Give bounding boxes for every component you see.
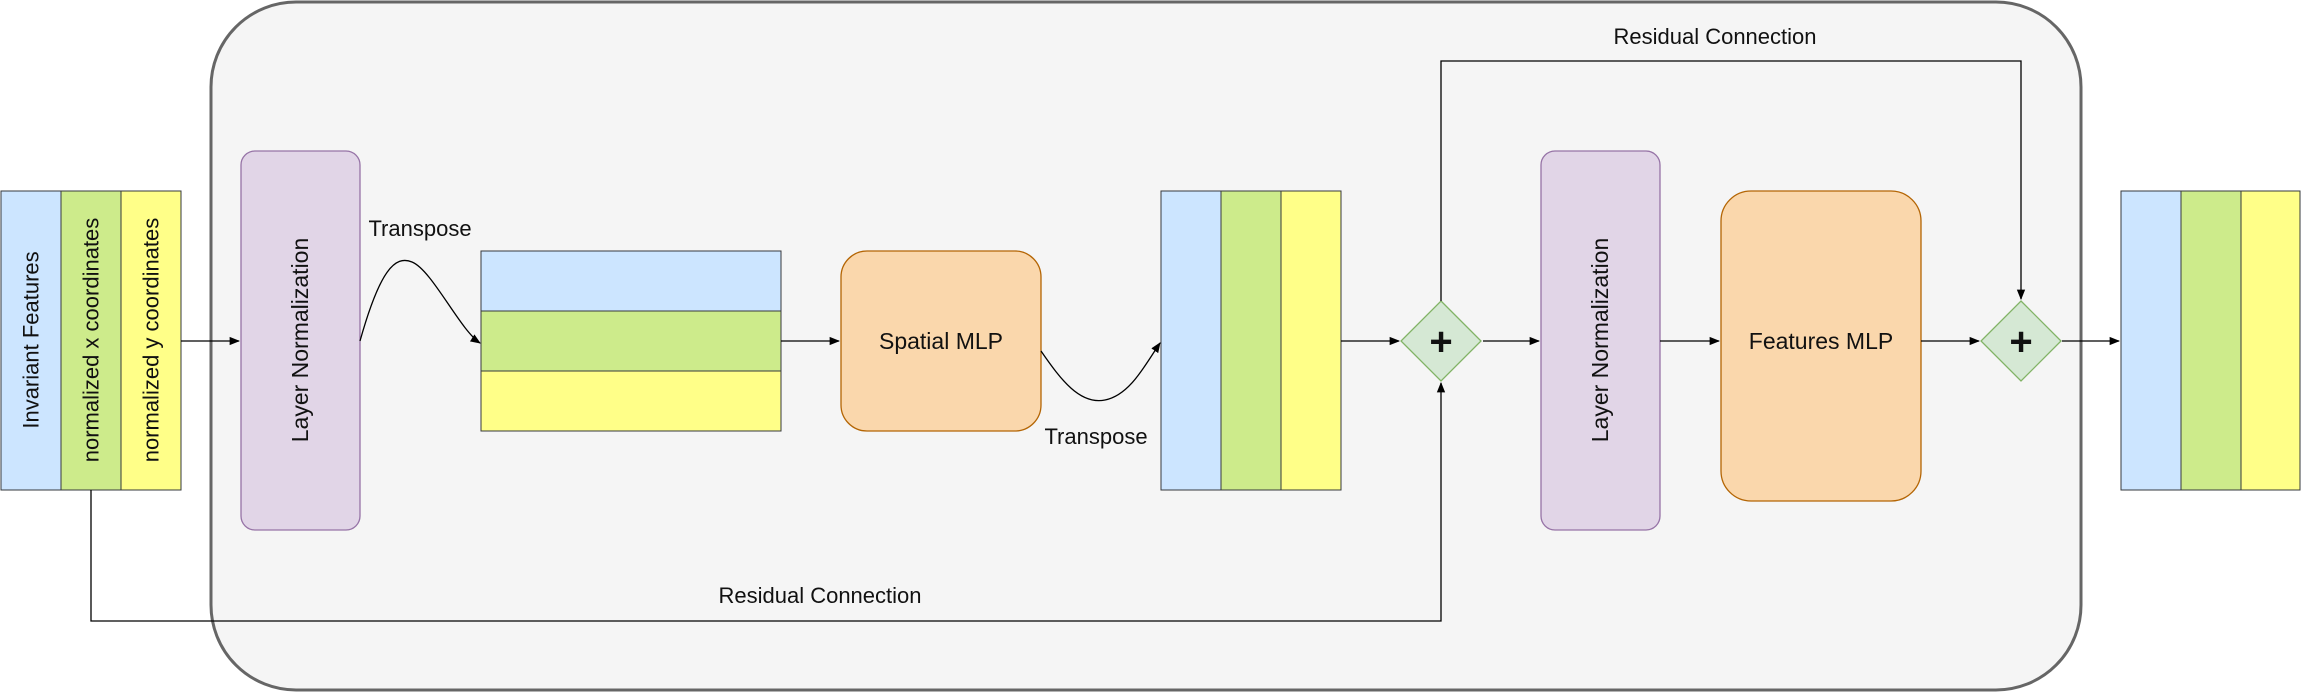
transposed-block bbox=[480, 250, 782, 432]
add-node-2-symbol: + bbox=[2009, 320, 2032, 364]
output-block bbox=[2120, 190, 2301, 491]
transpose-1-curve bbox=[359, 259, 481, 344]
layer-normalization-2-label: Layer Normalization bbox=[1587, 238, 1613, 443]
input-y-column bbox=[120, 190, 182, 491]
input-block: Invariant Features normalized x coordina… bbox=[0, 190, 182, 491]
transposed-features-row bbox=[480, 250, 782, 312]
residual-connection-bottom bbox=[90, 381, 1446, 622]
mid-block bbox=[1160, 190, 1342, 491]
residual-connection-bottom-label: Residual Connection bbox=[718, 583, 921, 608]
input-x-column bbox=[60, 190, 122, 491]
add-node-1-symbol: + bbox=[1429, 320, 1452, 364]
transpose-1-label: Transpose bbox=[368, 216, 471, 241]
mid-y-column bbox=[1280, 190, 1342, 491]
add-node-1 bbox=[1400, 300, 1482, 382]
residual-connection-top bbox=[1440, 60, 2026, 301]
mid-x-column bbox=[1220, 190, 1282, 491]
output-x-column bbox=[2180, 190, 2242, 491]
normalized-x-label: normalized x coordinates bbox=[79, 218, 104, 463]
invariant-features-label: Invariant Features bbox=[19, 251, 44, 428]
transpose-2-curve bbox=[1040, 342, 1161, 402]
transposed-y-row bbox=[480, 370, 782, 432]
normalized-y-label: normalized y coordinates bbox=[139, 218, 164, 463]
spatial-mlp-label: Spatial MLP bbox=[879, 328, 1003, 354]
input-features-column bbox=[0, 190, 62, 491]
spatial-mlp bbox=[840, 250, 1042, 432]
features-mlp bbox=[1720, 190, 1922, 502]
mid-features-column bbox=[1160, 190, 1222, 491]
output-features-column bbox=[2120, 190, 2182, 491]
layer-normalization-1-label: Layer Normalization bbox=[287, 238, 313, 443]
add-node-2 bbox=[1980, 300, 2062, 382]
transposed-x-row bbox=[480, 310, 782, 372]
transpose-2-label: Transpose bbox=[1044, 424, 1147, 449]
residual-connection-top-label: Residual Connection bbox=[1613, 24, 1816, 49]
features-mlp-label: Features MLP bbox=[1749, 328, 1893, 354]
output-y-column bbox=[2240, 190, 2301, 491]
